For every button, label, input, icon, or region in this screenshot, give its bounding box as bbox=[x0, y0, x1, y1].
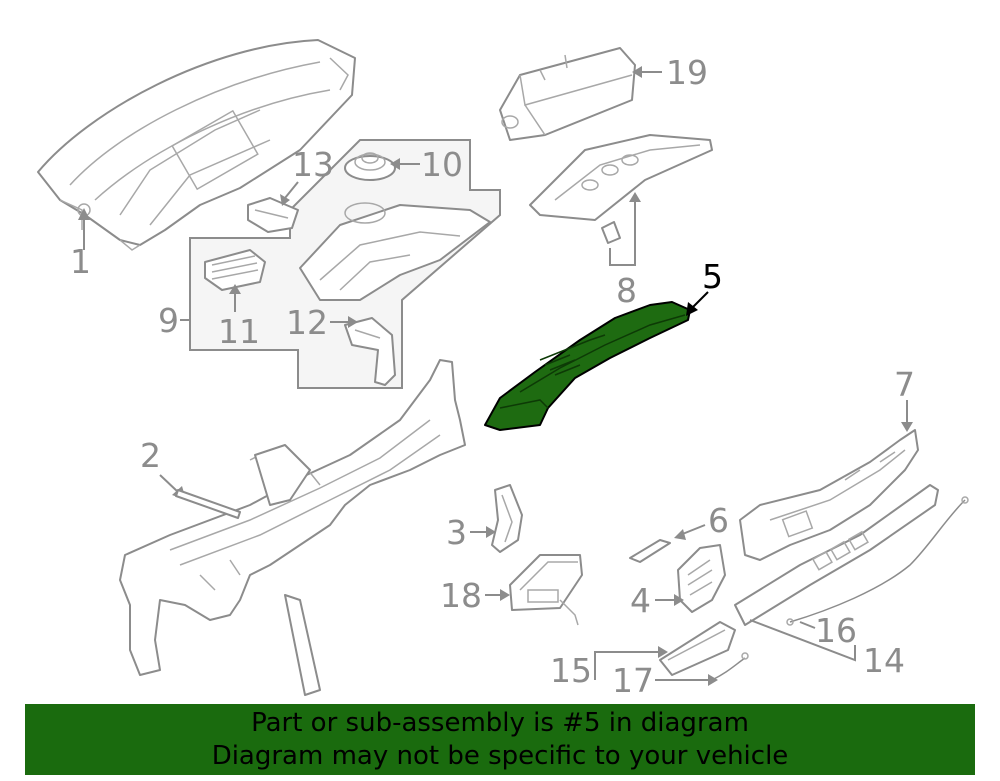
part-4-vent bbox=[677, 544, 726, 613]
part-3-end-cap bbox=[491, 484, 523, 553]
part-15-knee-airbag bbox=[659, 621, 736, 676]
callout-1: 1 bbox=[70, 242, 91, 281]
callout-12: 12 bbox=[286, 303, 328, 342]
callout-14: 14 bbox=[863, 641, 905, 680]
callout-17: 17 bbox=[612, 661, 654, 700]
callout-2: 2 bbox=[140, 436, 161, 475]
callout-16: 16 bbox=[815, 611, 857, 650]
callout-8: 8 bbox=[616, 271, 637, 310]
banner-line-2: Diagram may not be specific to your vehi… bbox=[211, 741, 789, 771]
part-8-cover bbox=[529, 134, 713, 244]
part-18-module bbox=[509, 554, 583, 626]
part-7-right-trim bbox=[739, 429, 919, 561]
callout-10: 10 bbox=[421, 145, 463, 184]
callout-9: 9 bbox=[158, 301, 179, 340]
part-12-bracket bbox=[344, 317, 396, 386]
part-13-trim bbox=[247, 197, 299, 233]
part-1-dashboard bbox=[37, 39, 356, 251]
callout-3: 3 bbox=[446, 513, 467, 552]
callout-15: 15 bbox=[550, 651, 592, 690]
callout-19: 19 bbox=[666, 53, 708, 92]
part-9-center-console bbox=[299, 202, 491, 301]
part-14-lower-trim bbox=[734, 484, 939, 626]
banner-line-1: Part or sub-assembly is #5 in diagram bbox=[251, 708, 749, 738]
callout-13: 13 bbox=[292, 145, 334, 184]
callout-5: 5 bbox=[702, 257, 723, 296]
part-11-vent bbox=[204, 249, 266, 291]
callout-4: 4 bbox=[630, 581, 651, 620]
callout-11: 11 bbox=[218, 312, 260, 351]
part-19-airbag bbox=[499, 47, 636, 141]
part-16-harness bbox=[786, 496, 969, 626]
info-banner: Part or sub-assembly is #5 in diagram Di… bbox=[25, 704, 975, 775]
part-2-cross-beam bbox=[119, 359, 466, 696]
part-17-cable bbox=[711, 652, 749, 681]
part-6-strip bbox=[629, 539, 671, 563]
callout-6: 6 bbox=[708, 501, 729, 540]
callout-7: 7 bbox=[894, 365, 915, 404]
callout-18: 18 bbox=[440, 576, 482, 615]
part-5-highlighted bbox=[484, 301, 691, 431]
part-10-speaker bbox=[344, 152, 396, 181]
